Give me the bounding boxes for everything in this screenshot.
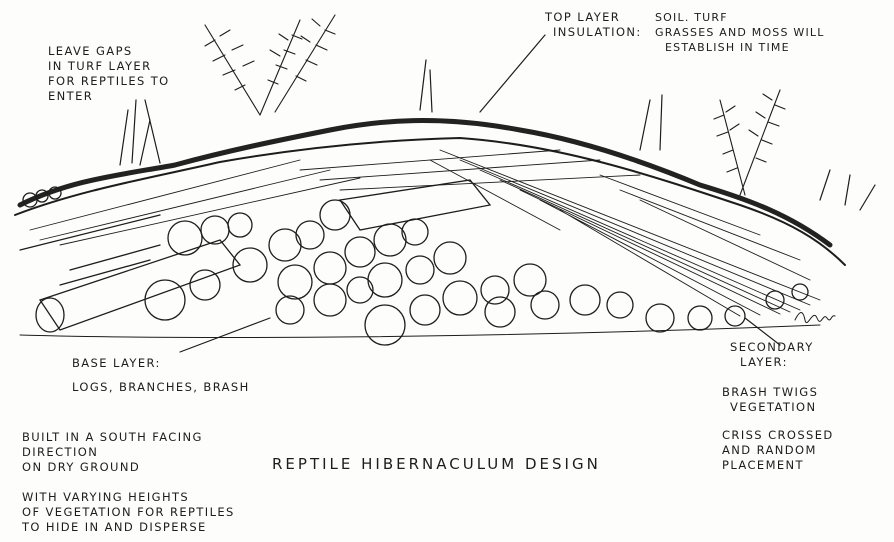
secondary-desc-2-line-3: PLACEMENT xyxy=(722,458,834,473)
built-in-annotation: BUILT IN A SOUTH FACING DIRECTION ON DRY… xyxy=(22,430,203,475)
leave-gaps-line-2: IN TURF LAYER xyxy=(48,59,170,74)
leave-gaps-line-4: ENTER xyxy=(48,89,170,104)
secondary-desc-1-line-2: VEGETATION xyxy=(730,400,818,415)
diagram-title: REPTILE HIBERNACULUM DESIGN xyxy=(272,455,601,473)
base-layer-description: LOGS, BRANCHES, BRASH xyxy=(72,380,250,395)
varying-heights-line-2: OF VEGETATION FOR REPTILES xyxy=(22,505,235,520)
secondary-layer-annotation: SECONDARY LAYER: xyxy=(730,340,814,370)
fern-right xyxy=(714,90,785,195)
base-logs xyxy=(20,180,808,345)
secondary-layer-line-2: LAYER: xyxy=(740,355,814,370)
varying-heights-line-1: WITH VARYING HEIGHTS xyxy=(22,490,235,505)
varying-heights-line-3: TO HIDE IN AND DISPERSE xyxy=(22,520,235,535)
artist-signature xyxy=(795,313,835,323)
top-layer-annotation: TOP LAYER INSULATION: xyxy=(545,10,642,40)
built-in-line-1: BUILT IN A SOUTH FACING xyxy=(22,430,203,445)
base-layer-heading: BASE LAYER: xyxy=(72,356,161,371)
top-layer-description: SOIL. TURF GRASSES AND MOSS WILL ESTABLI… xyxy=(655,10,825,55)
leave-gaps-line-3: FOR REPTILES TO xyxy=(48,74,170,89)
secondary-layer-desc-1: BRASH TWIGS VEGETATION xyxy=(722,385,818,415)
grass-tufts xyxy=(120,60,875,210)
secondary-desc-1-line-1: BRASH TWIGS xyxy=(722,385,818,400)
insulation-label: INSULATION: xyxy=(553,25,642,40)
top-layer-desc-line-2: GRASSES AND MOSS WILL xyxy=(655,25,825,40)
built-in-line-3: ON DRY GROUND xyxy=(22,460,203,475)
top-layer-label: TOP LAYER xyxy=(545,10,642,25)
leave-gaps-line-1: LEAVE GAPS xyxy=(48,44,170,59)
secondary-desc-2-line-1: CRISS CROSSED xyxy=(722,428,834,443)
secondary-layer-desc-2: CRISS CROSSED AND RANDOM PLACEMENT xyxy=(722,428,834,473)
fern-left xyxy=(205,15,335,115)
top-layer-desc-line-3: ESTABLISH IN TIME xyxy=(665,40,825,55)
varying-heights-annotation: WITH VARYING HEIGHTS OF VEGETATION FOR R… xyxy=(22,490,235,535)
ground-line xyxy=(20,325,820,338)
secondary-desc-2-line-2: AND RANDOM xyxy=(722,443,834,458)
brash-layer xyxy=(30,150,820,316)
leave-gaps-annotation: LEAVE GAPS IN TURF LAYER FOR REPTILES TO… xyxy=(48,44,170,104)
secondary-layer-line-1: SECONDARY xyxy=(730,340,814,355)
built-in-line-2: DIRECTION xyxy=(22,445,203,460)
top-layer-desc-line-1: SOIL. TURF xyxy=(655,10,825,25)
